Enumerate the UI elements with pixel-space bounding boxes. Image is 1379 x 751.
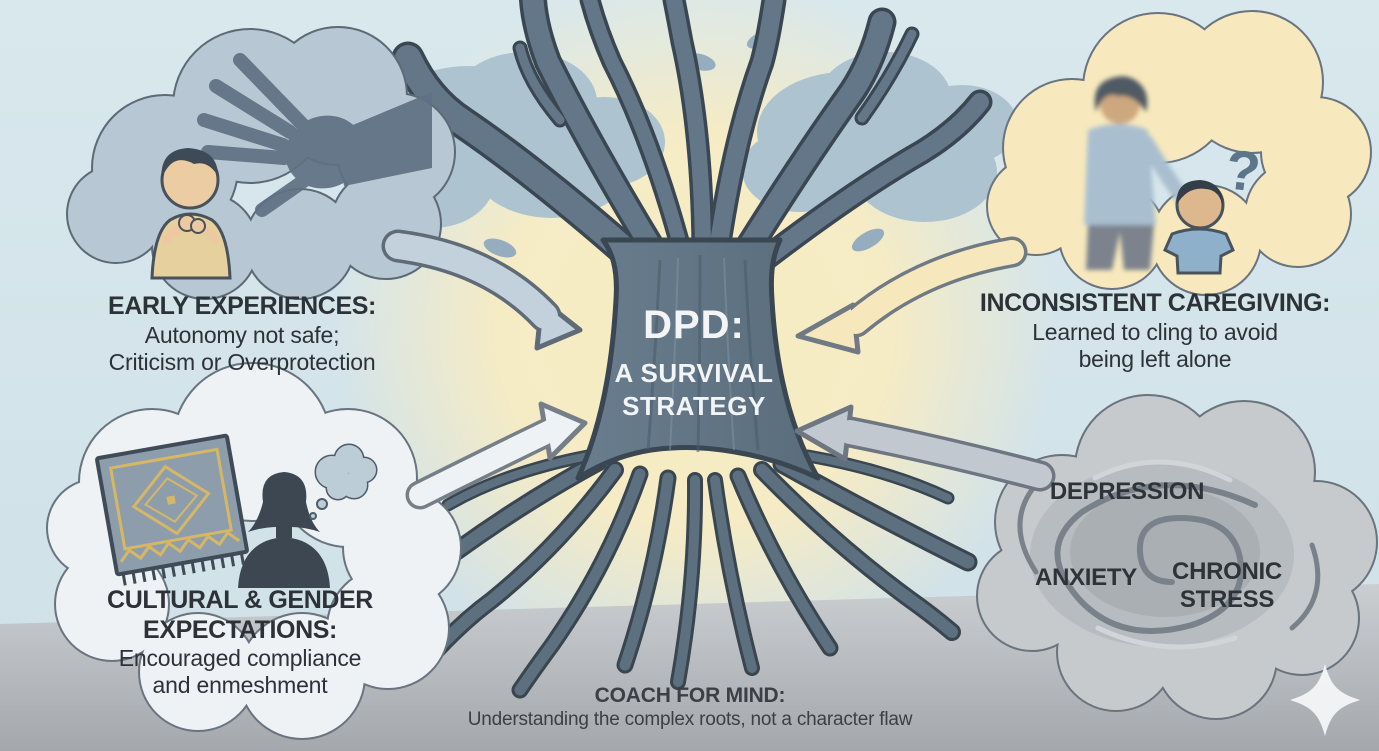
early-experiences-heading: EARLY EXPERIENCES: [108, 292, 376, 320]
early-experiences-text: EARLY EXPERIENCES: Autonomy not safe; Cr… [108, 292, 376, 376]
arrow-early-experiences [381, 229, 583, 351]
early-experiences-line2: Criticism or Overprotection [108, 348, 376, 375]
inconsistent-caregiving-heading: INCONSISTENT CAREGIVING: [979, 289, 1331, 317]
mini-thought-bubble-icon [309, 443, 378, 520]
trunk-line2: STRATEGY [622, 390, 766, 421]
storm-swirl [1017, 459, 1321, 650]
footer-heading: COACH FOR MIND: [594, 684, 786, 707]
trunk-line1: A SURVIVAL [614, 358, 774, 389]
label-depression: DEPRESSION [1049, 478, 1205, 505]
inconsistent-caregiving-text: INCONSISTENT CAREGIVING: Learned to clin… [979, 289, 1331, 373]
cultural-gender-line2: and enmeshment [152, 672, 328, 699]
sparkle-icon [1290, 664, 1360, 736]
parent-figure-icon [1084, 76, 1199, 270]
cultural-gender-text: CULTURAL & GENDER EXPECTATIONS: Encourag… [107, 586, 373, 699]
footer-text: COACH FOR MIND: Understanding the comple… [468, 684, 913, 731]
arrow-outcomes [794, 404, 1056, 492]
arrow-caregiving [795, 236, 1028, 355]
cultural-gender-heading1: CULTURAL & GENDER [107, 586, 373, 614]
rug-icon [95, 433, 249, 586]
cultural-gender-heading2: EXPECTATIONS: [143, 615, 337, 644]
inconsistent-caregiving-line1: Learned to cling to avoid [1032, 318, 1278, 345]
woman-silhouette-icon [238, 472, 330, 588]
arrow-cultural [405, 401, 588, 510]
child-figure-2-icon [1163, 180, 1235, 275]
shadow-hand-icon [197, 53, 432, 217]
label-chronic-stress: CHRONIC STRESS [1172, 558, 1282, 613]
child-figure-icon [150, 148, 232, 280]
label-anxiety: ANXIETY [1035, 564, 1137, 591]
cultural-gender-line1: Encouraged compliance [118, 645, 362, 671]
inconsistent-caregiving-line2: being left alone [1078, 345, 1232, 372]
early-experiences-line1: Autonomy not safe; [144, 321, 340, 348]
trunk-text: DPD: A SURVIVAL STRATEGY [614, 302, 773, 422]
trunk-title: DPD: [643, 303, 745, 347]
footer-subtitle: Understanding the complex roots, not a c… [467, 708, 913, 730]
